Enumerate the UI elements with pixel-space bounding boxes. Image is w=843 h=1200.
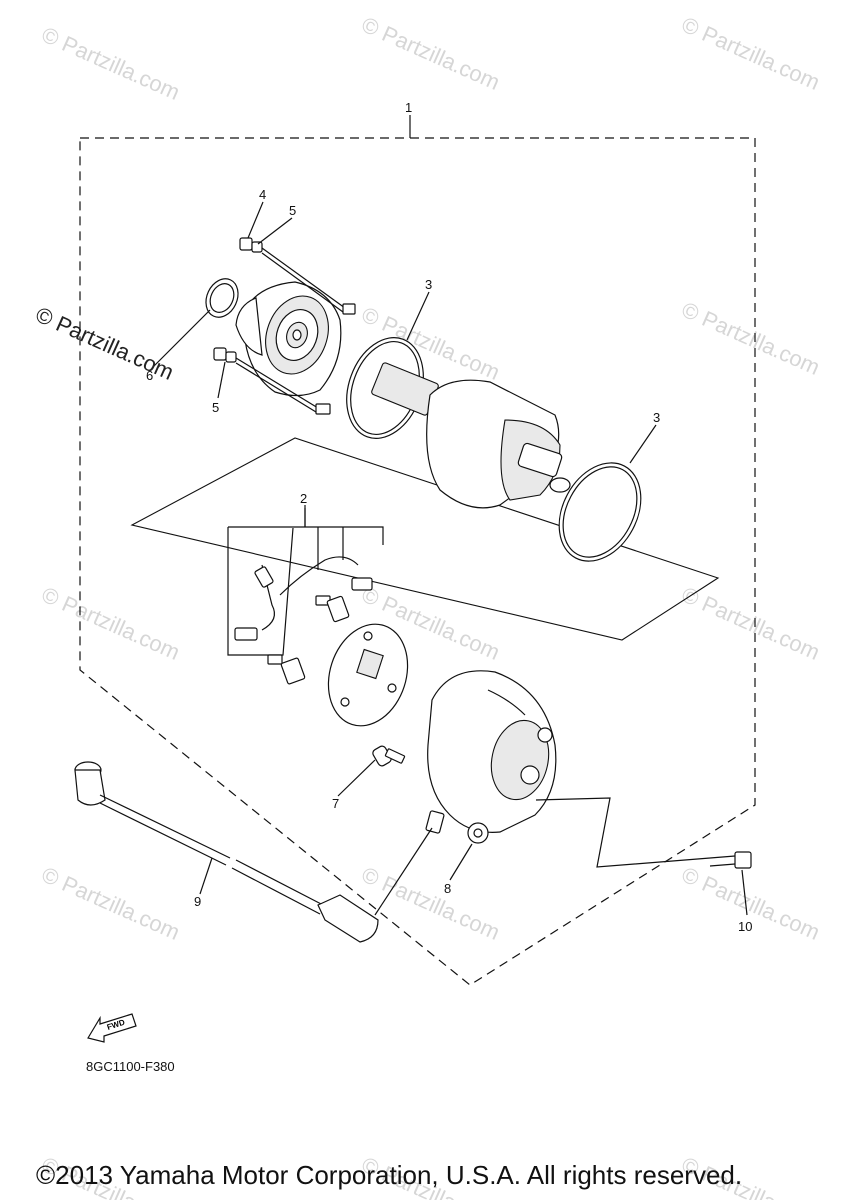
front-cover (205, 278, 342, 397)
fwd-arrow-icon: FWD (87, 1013, 137, 1043)
o-ring-right (558, 462, 642, 562)
rear-cover (427, 670, 557, 833)
svg-text:© Partzilla.com: © Partzilla.com (678, 297, 824, 380)
starter-cable (74, 761, 379, 943)
svg-text:© Partzilla.com: © Partzilla.com (358, 12, 504, 95)
watermark-layer: © Partzilla.com © Partzilla.com © Partzi… (38, 12, 824, 1200)
bolt-7 (372, 745, 406, 767)
svg-text:© Partzilla.com: © Partzilla.com (358, 862, 504, 945)
callout-6: 6 (146, 368, 153, 383)
callout-leaders (151, 201, 748, 916)
callout-7: 7 (332, 796, 339, 811)
nut-8 (467, 822, 489, 844)
svg-text:© Partzilla.com: © Partzilla.com (38, 862, 184, 945)
svg-text:© Partzilla.com: © Partzilla.com (678, 12, 824, 95)
callout-1: 1 (405, 100, 412, 115)
assembly-boundary (79, 137, 756, 986)
callout-4: 4 (259, 187, 266, 202)
copyright-notice: ©2013 Yamaha Motor Corporation, U.S.A. A… (36, 1160, 743, 1190)
callout-5-upper: 5 (289, 203, 296, 218)
callout-5-lower: 5 (212, 400, 219, 415)
callout-9: 9 (194, 894, 201, 909)
svg-text:© Partzilla.com: © Partzilla.com (38, 22, 184, 105)
bolt-10 (709, 851, 752, 869)
bolt-lower (213, 347, 331, 415)
mount-leader (535, 797, 711, 868)
brush-plate-outline (130, 437, 720, 641)
callout-10: 10 (738, 919, 752, 934)
callout-3-left: 3 (425, 277, 432, 292)
callout-3-right: 3 (653, 410, 660, 425)
brush-holder-assembly (227, 508, 384, 685)
diagram-code: 8GC1100-F380 (86, 1059, 175, 1074)
armature (371, 362, 571, 509)
callout-8: 8 (444, 881, 451, 896)
partzilla-watermark: © Partzilla.com (32, 302, 178, 385)
svg-text:© Partzilla.com: © Partzilla.com (38, 582, 184, 665)
svg-text:© Partzilla.com: © Partzilla.com (678, 582, 824, 665)
brush-plate (327, 623, 409, 727)
terminal-tab (425, 810, 445, 834)
bolt-upper (239, 237, 356, 315)
callout-2: 2 (300, 491, 307, 506)
